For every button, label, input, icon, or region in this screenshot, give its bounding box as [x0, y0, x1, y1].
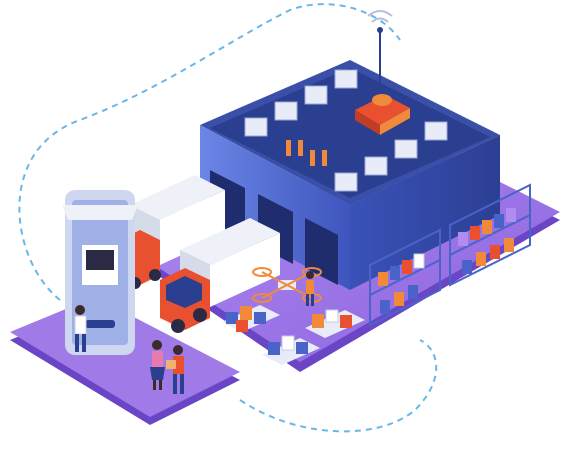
person-courier — [166, 345, 184, 394]
storage-shelf-right — [449, 183, 531, 287]
person-worker-center — [306, 271, 314, 306]
storage-shelf-left — [369, 228, 441, 327]
mobile-phone — [62, 190, 138, 355]
dashed-route-path — [18, 3, 401, 301]
rooftop-antenna — [355, 10, 410, 135]
person-customer-woman — [150, 340, 165, 390]
parcel-stack-3 — [262, 335, 320, 365]
delivery-truck-front — [160, 218, 280, 333]
delivery-truck-back — [120, 175, 225, 289]
rooftop-chimneys — [286, 140, 327, 166]
parcel-stack-2 — [305, 309, 365, 338]
warehouse-building — [200, 60, 500, 290]
dashed-route-path-lower — [239, 339, 438, 433]
person-phone-user — [74, 305, 87, 352]
parcel-stack-1 — [222, 305, 280, 332]
rooftop-vents — [244, 69, 448, 192]
